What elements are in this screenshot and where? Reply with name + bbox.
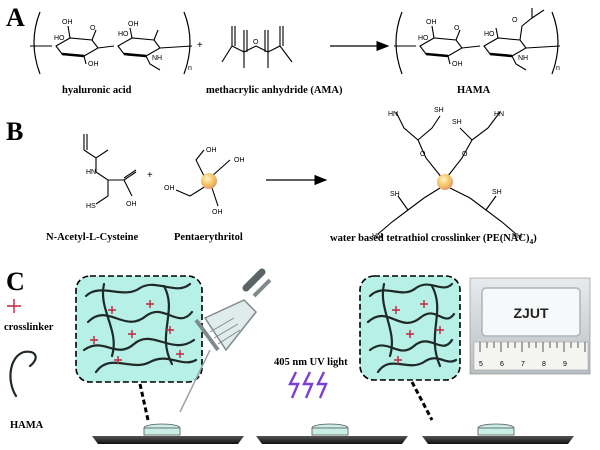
precursor-solution-box	[75, 275, 203, 383]
svg-text:OH: OH	[126, 201, 137, 208]
label-n-acetyl-l-cysteine: N-Acetyl-L-Cysteine	[46, 232, 138, 243]
zoom-leader-1	[138, 383, 150, 421]
label-hyaluronic-acid: hyaluronic acid	[62, 85, 132, 96]
panel-b-letter: B	[6, 117, 23, 146]
svg-text:OH: OH	[206, 147, 217, 154]
svg-text:O: O	[90, 25, 96, 32]
svg-text:O: O	[454, 25, 460, 32]
plate-2	[256, 423, 408, 444]
tetrathiol-crosslinker-structure: HN SH HN SH O O SH SH HN NH	[372, 107, 522, 240]
right-bracket	[183, 11, 191, 75]
crosslinked-hydrogel-box	[359, 275, 461, 381]
svg-text:NH: NH	[152, 55, 162, 62]
uv-light-icon	[288, 371, 328, 399]
label-tetrathiol-crosslinker: water based tetrathiol crosslinker (PE(N…	[330, 233, 537, 246]
svg-text:NH: NH	[518, 55, 528, 62]
svg-text:O: O	[512, 17, 518, 24]
n-acetyl-l-cysteine-structure: HN HS OH	[83, 134, 137, 210]
svg-text:SH: SH	[452, 119, 462, 126]
svg-text:OH: OH	[128, 21, 139, 28]
svg-text:OH: OH	[426, 19, 437, 26]
svg-text:HO: HO	[118, 31, 129, 38]
hama-structure: OH HO O OH HO O NH n	[394, 8, 561, 75]
plate-1	[92, 423, 244, 444]
plus-sign-a: +	[197, 40, 203, 51]
photo-label-zjut: ZJUT	[514, 305, 549, 321]
label-pentaerythritol: Pentaerythritol	[174, 232, 243, 243]
ruler-number: 9	[563, 361, 567, 368]
panel-c-letter: C	[6, 267, 25, 296]
svg-text:OH: OH	[62, 19, 73, 26]
hyaluronic-acid-structure: OH HO O OH HO OH NH n	[30, 11, 193, 75]
svg-text:HO: HO	[418, 35, 429, 42]
svg-text:HN: HN	[86, 169, 96, 176]
svg-text:HN: HN	[494, 111, 504, 118]
hydrogel-photo: ZJUT 5 6 7 8 9	[469, 277, 591, 375]
panel-a: A OH HO O OH HO OH NH n hyaluronic acid …	[6, 3, 561, 96]
ruler-number: 8	[542, 361, 546, 368]
pentaerythritol-structure: OH OH OH OH	[164, 147, 245, 216]
zoom-leader-2	[410, 381, 434, 421]
svg-text:n: n	[188, 65, 192, 72]
label-uv-light: 405 nm UV light	[274, 357, 348, 368]
plus-sign-b: +	[147, 170, 153, 181]
svg-text:HN: HN	[372, 233, 382, 240]
svg-text:OH: OH	[164, 185, 175, 192]
pentaerythritol-core	[201, 173, 217, 189]
svg-text:OH: OH	[234, 157, 245, 164]
left-bracket	[33, 11, 41, 75]
ruler-number: 6	[500, 361, 504, 368]
svg-text:SH: SH	[492, 189, 502, 196]
svg-text:OH: OH	[88, 61, 99, 68]
crosslinker-legend-icon	[7, 299, 21, 313]
svg-text:HO: HO	[54, 35, 65, 42]
svg-text:O: O	[462, 151, 468, 158]
panel-c: C crosslinker HAMA	[4, 267, 591, 444]
crosslinker-core	[437, 174, 453, 190]
svg-text:OH: OH	[452, 61, 463, 68]
svg-text:HS: HS	[86, 203, 96, 210]
methacrylic-anhydride-structure: O	[221, 26, 293, 68]
panel-a-letter: A	[6, 3, 25, 32]
label-hama-legend: HAMA	[10, 420, 44, 431]
hama-legend-strand	[9, 350, 37, 398]
plate-3	[422, 423, 574, 444]
label-crosslinker: crosslinker	[4, 322, 54, 333]
svg-text:HO: HO	[484, 31, 495, 38]
label-methacrylic-anhydride: methacrylic anhydride (AMA)	[206, 85, 343, 96]
svg-text:SH: SH	[434, 107, 444, 114]
syringe	[179, 268, 272, 413]
svg-text:SH: SH	[390, 191, 400, 198]
svg-text:O: O	[253, 39, 259, 46]
svg-text:n: n	[556, 65, 560, 72]
label-hama: HAMA	[457, 85, 491, 96]
ruler-number: 7	[521, 361, 525, 368]
panel-b: B HN HS OH N-Acetyl-L-Cysteine + OH OH O…	[6, 107, 537, 246]
ruler-number: 5	[479, 361, 483, 368]
svg-text:NH: NH	[512, 233, 522, 240]
svg-text:O: O	[420, 151, 426, 158]
svg-text:HN: HN	[388, 111, 398, 118]
svg-text:OH: OH	[212, 209, 223, 216]
